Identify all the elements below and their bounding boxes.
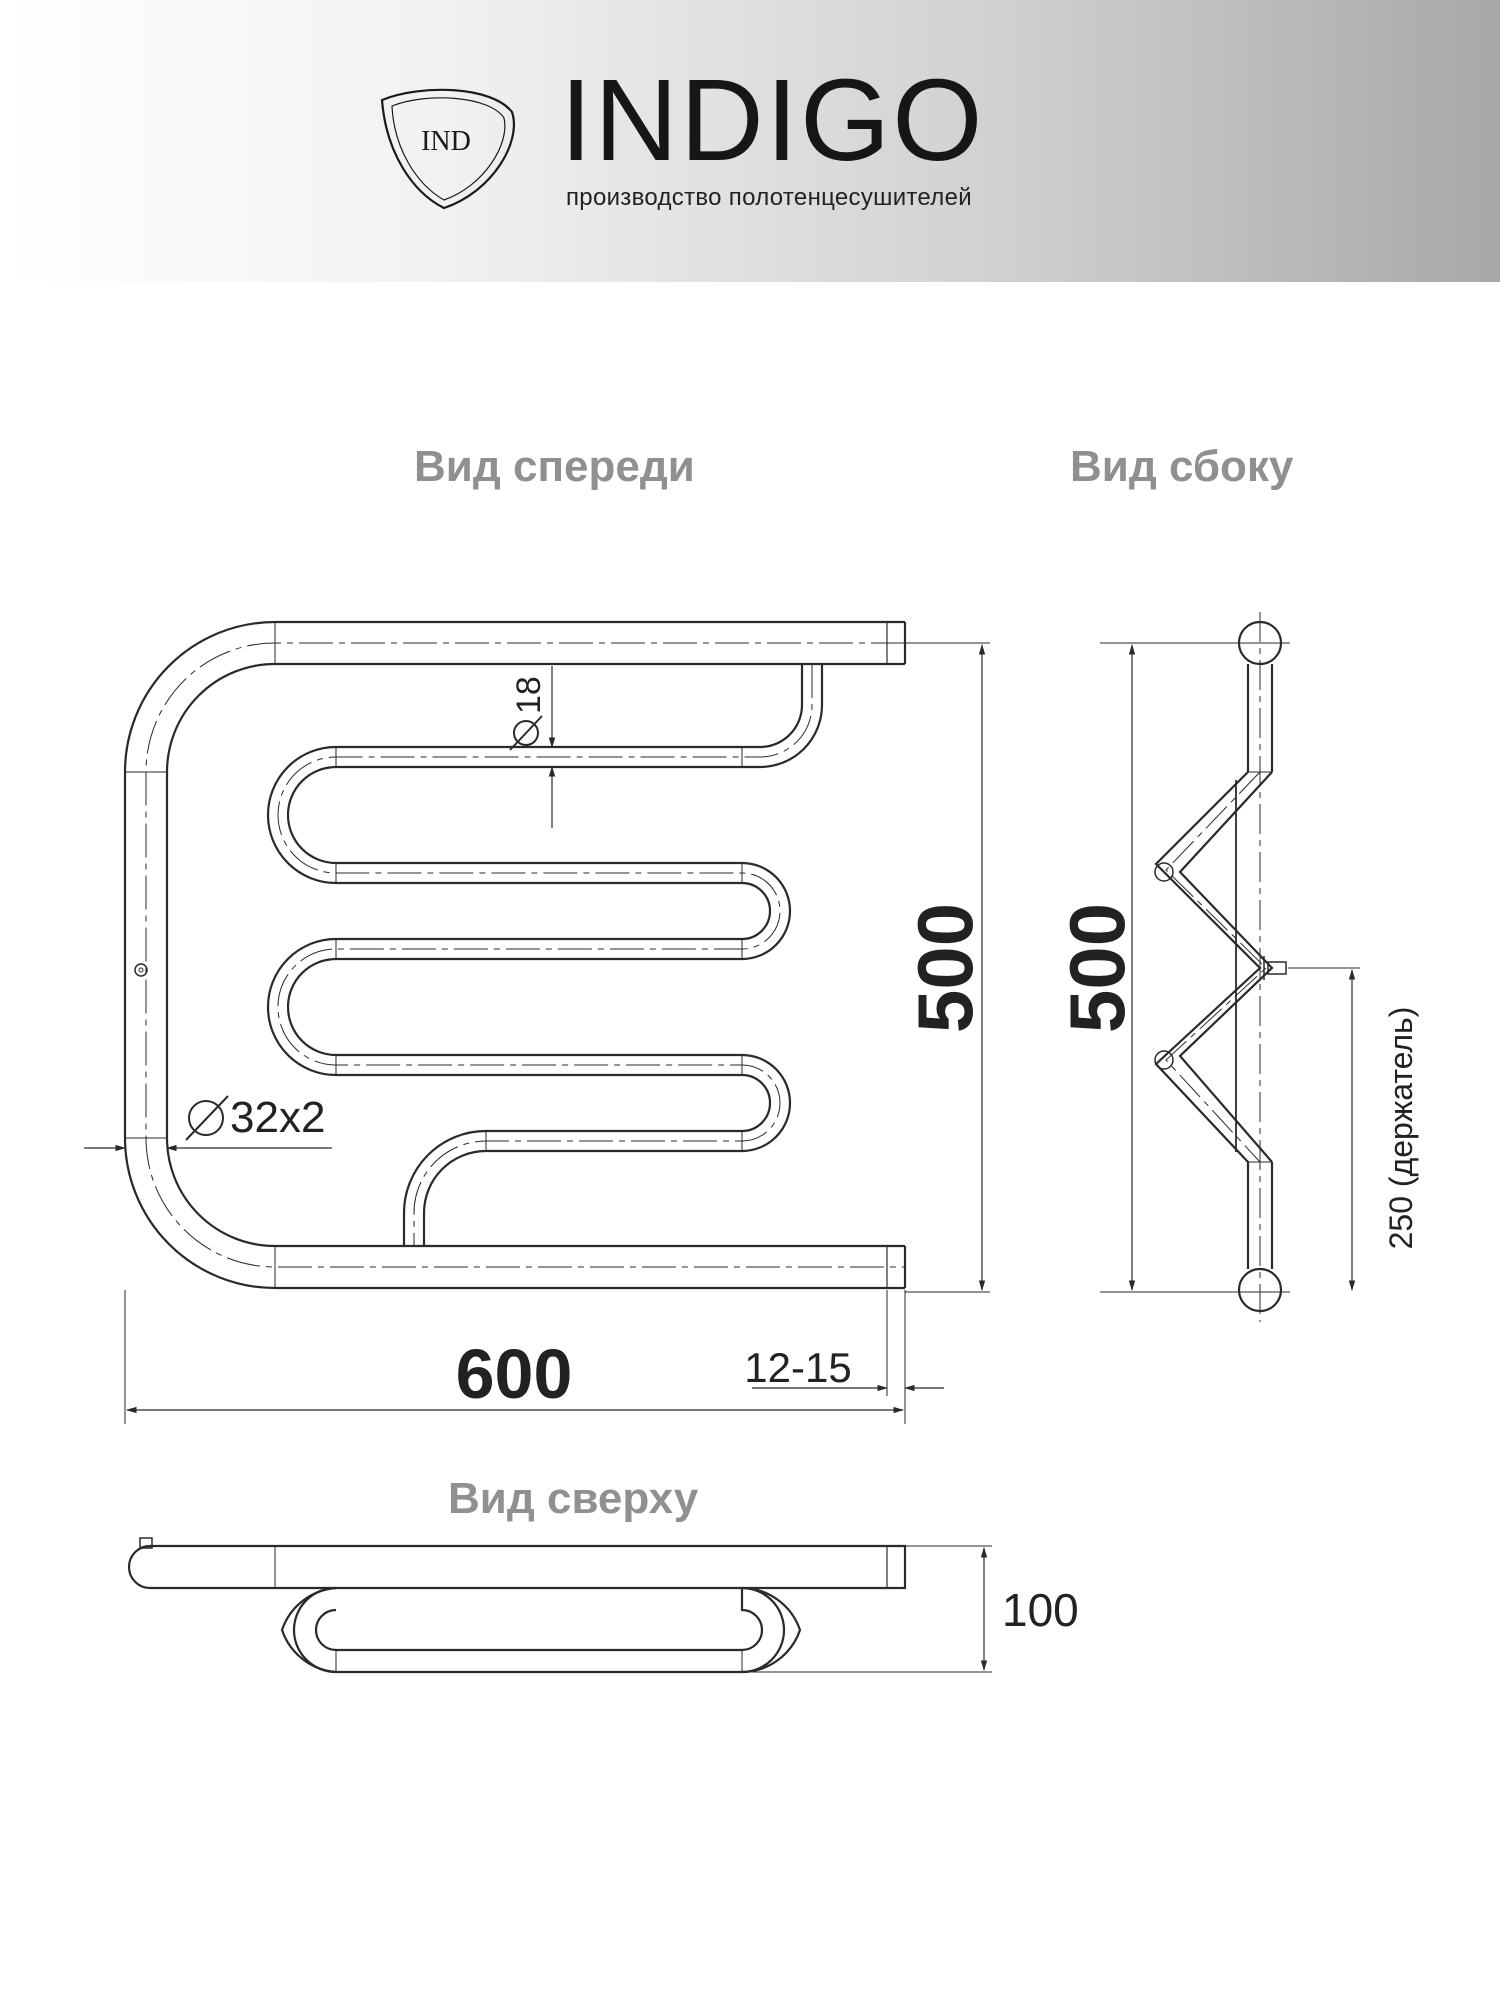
gap-12-15-label: 12-15 xyxy=(744,1344,851,1391)
holder-250-label: 250 (держатель) xyxy=(1383,1007,1419,1250)
top-view-title: Вид сверху xyxy=(448,1474,699,1523)
width-600-label: 600 xyxy=(456,1335,573,1413)
diameter-symbol-18-icon xyxy=(509,715,543,751)
front-view-dimensions xyxy=(84,642,990,1424)
top-view xyxy=(127,1537,907,1674)
side-view xyxy=(1154,612,1287,1322)
diameter-32x2-label: 32x2 xyxy=(230,1093,325,1142)
height-500-front-label: 500 xyxy=(901,903,989,1033)
logo-mark-text: IND xyxy=(421,126,471,157)
diameter-symbol-32-icon xyxy=(185,1095,229,1141)
front-view-title: Вид спереди xyxy=(414,442,695,491)
brand-tagline: производство полотенцесушителей xyxy=(566,184,972,211)
depth-100-label: 100 xyxy=(1002,1584,1079,1636)
top-serpentine-tube xyxy=(292,1586,786,1674)
serpentine-tube-inner xyxy=(266,664,804,1246)
diameter-18-label: 18 xyxy=(510,676,548,714)
header-banner: IND INDIGO производство полотенцесушител… xyxy=(0,0,1500,282)
height-500-side-label: 500 xyxy=(1053,903,1141,1033)
side-view-title: Вид сбоку xyxy=(1070,442,1294,491)
top-main-tube xyxy=(127,1544,907,1590)
holder-pin xyxy=(1267,961,1287,975)
front-view xyxy=(123,620,907,1290)
holder-mount-icon xyxy=(134,963,148,977)
main-tube-inner xyxy=(165,662,905,1248)
brand-name: INDIGO xyxy=(560,55,985,185)
side-zigzag-outer xyxy=(1154,771,1262,1163)
ind-logo-icon: IND xyxy=(380,88,515,210)
side-zigzag-inner xyxy=(1178,771,1274,1163)
top-view-dimensions xyxy=(742,1545,992,1673)
side-view-dimensions xyxy=(1100,642,1360,1293)
main-tube-outer xyxy=(123,620,905,1290)
serpentine-tube-outer xyxy=(286,664,824,1246)
